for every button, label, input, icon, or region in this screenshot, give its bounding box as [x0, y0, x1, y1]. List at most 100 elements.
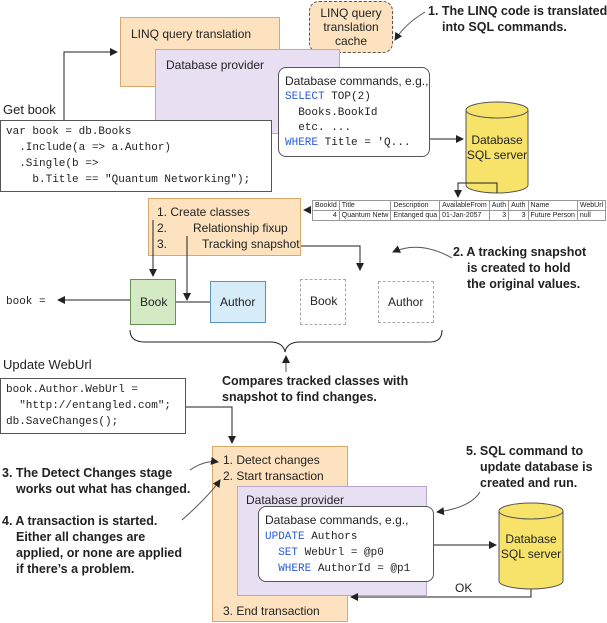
annotation-3-line1: 3. The Detect Changes stage [2, 466, 173, 480]
snapshot-book-label: Book [310, 294, 338, 308]
annotation-1-pointer [394, 11, 426, 41]
sql-text: Authors [304, 531, 358, 543]
sql-keyword: UPDATE [265, 531, 305, 543]
annotation-1-line1: 1. The LINQ code is translated [428, 4, 607, 18]
step-end-transaction: 3. End transaction [223, 604, 320, 618]
database-label-bottom: Database SQL server [499, 532, 563, 562]
arrow-db-to-results [454, 182, 498, 198]
database-provider-label: Database provider [166, 58, 265, 72]
sql-text: AuthorId = @p1 [311, 563, 411, 575]
annotation-4-line3: applied, or none are applied [16, 546, 183, 560]
query-result-table: BookId Title Description AvailableFrom A… [312, 200, 607, 221]
annotation-3-pointer [189, 456, 219, 471]
result-row: 4 Quantum Netw Entanged qua 01-Jan-2057 … [312, 210, 607, 221]
comparison-brace [129, 329, 443, 353]
snapshot-book: Book [300, 279, 346, 325]
code-line-1: var book = db.Books [6, 126, 132, 138]
ok-label: OK [455, 581, 473, 595]
result-cell: Quantum Netw [338, 210, 392, 221]
annotation-3-line2: works out what has changed. [16, 482, 191, 496]
annotation-compare-line2: snapshot to find changes. [222, 390, 377, 404]
code-line-2: .Include(a => a.Author) [6, 142, 172, 154]
db-label-line1: Database [471, 133, 523, 147]
code-line-4: b.Title == "Quantum Networking"); [6, 174, 251, 186]
step-start-transaction: 2. Start transaction [223, 469, 324, 483]
annotation-5-line2: update database is [480, 460, 593, 474]
code-line-3: .Single(b => [6, 158, 99, 170]
sql-line-2: Books.BookId [285, 105, 377, 121]
cache-label-line3: cache [334, 34, 368, 48]
get-book-code-box: var book = db.Books .Include(a => a.Auth… [0, 120, 272, 192]
step-2-number: 2. [157, 221, 168, 235]
result-cell: null [576, 210, 607, 221]
result-header-row: BookId Title Description AvailableFrom A… [312, 200, 607, 211]
sql-line-1: SELECT TOP(2) [285, 89, 371, 105]
annotation-1: 1. The LINQ code is translated into SQL … [428, 3, 607, 35]
annotation-5-pointer [436, 491, 481, 516]
sql-line-4: WHERE Title = 'Q... [285, 135, 410, 151]
sql-line-3: etc. ... [285, 120, 351, 136]
database-cylinder-top [465, 101, 529, 194]
sql-keyword: WHERE [265, 563, 312, 575]
annotation-4: 4. A transaction is started. Either all … [2, 513, 182, 577]
db-label-line2: SQL server [500, 547, 562, 561]
update-weburl-label: Update WebUrl [3, 357, 92, 372]
step-3-number: 3. [157, 237, 168, 251]
commands-intro: Database commands, e.g., [285, 74, 429, 88]
annotation-2-line3: the original values. [467, 277, 581, 291]
book-assignment: book = [6, 296, 46, 308]
db-label-line2: SQL server [466, 148, 528, 162]
step-relationship-fixup: Relationship fixup [193, 221, 288, 235]
commands-intro-bottom: Database commands, e.g., [265, 513, 409, 527]
annotation-4-line2: Either all changes are [16, 530, 146, 544]
annotation-3: 3. The Detect Changes stage works out wh… [2, 465, 190, 497]
update-code-line-1: book.Author.WebUrl = [6, 384, 139, 396]
database-commands-box: Database commands, e.g., SELECT TOP(2) B… [278, 67, 430, 157]
update-sql-line-3: WHERE AuthorId = @p1 [265, 561, 410, 577]
get-book-label: Get book [3, 102, 56, 117]
db-label-line1: Database [505, 532, 557, 546]
annotation-4-line1: 4. A transaction is started. [2, 514, 158, 528]
annotation-compare-line1: Compares tracked classes with [222, 374, 409, 388]
annotation-2: 2. A tracking snapshot is created to hol… [453, 244, 586, 292]
snapshot-author: Author [378, 281, 434, 323]
update-code-line-3: db.SaveChanges(); [6, 416, 119, 428]
update-code-box: book.Author.WebUrl = "http://entangled.c… [0, 378, 186, 434]
linq-translation-label: LINQ query translation [131, 27, 252, 41]
sql-text: Title = 'Q... [318, 137, 411, 149]
sql-keyword: SELECT [285, 91, 325, 103]
sql-keyword: WHERE [285, 137, 319, 149]
cache-label-line2: translation [323, 20, 379, 34]
database-provider-label-bottom: Database provider [246, 493, 345, 507]
update-sql-line-1: UPDATE Authors [265, 529, 357, 545]
arrow-tracking-snapshot [301, 245, 364, 271]
database-label-top: Database SQL server [466, 133, 528, 163]
annotation-5: 5. SQL command to update database is cre… [466, 443, 593, 491]
book-entity: Book [130, 279, 176, 325]
translation-cache-box: LINQ query translation cache [309, 1, 393, 53]
author-entity: Author [210, 281, 266, 323]
step-detect-changes: 1. Detect changes [223, 453, 320, 467]
cache-label-line1: LINQ query [320, 6, 382, 20]
sql-text: TOP(2) [324, 91, 371, 103]
step-tracking-snapshot: Tracking snapshot [202, 237, 300, 251]
database-cylinder-bottom [498, 502, 564, 590]
database-commands-box-bottom: Database commands, e.g., UPDATE Authors … [258, 506, 434, 582]
update-sql-line-2: SET WebUrl = @p0 [265, 545, 384, 561]
arrow-code-to-linq [63, 48, 118, 120]
materialize-steps-box: 1. Create classes 2. 3. Relationship fix… [148, 198, 301, 256]
arrow-ok-to-end [350, 589, 532, 601]
author-entity-label: Author [220, 295, 256, 309]
annotation-2-pointer [392, 245, 453, 259]
step-create-classes: 1. Create classes [157, 205, 250, 219]
sql-keyword: SET [265, 547, 299, 559]
snapshot-author-label: Author [388, 295, 424, 309]
annotation-compare: Compares tracked classes with snapshot t… [222, 373, 408, 405]
annotation-4-pointer [181, 479, 221, 521]
sql-text: etc. ... [285, 122, 352, 134]
sql-text: Books.BookId [285, 107, 378, 119]
sql-text: WebUrl = @p0 [298, 547, 384, 559]
arrow-update-to-save [186, 406, 236, 444]
annotation-5-line1: 5. SQL command to [466, 444, 584, 458]
